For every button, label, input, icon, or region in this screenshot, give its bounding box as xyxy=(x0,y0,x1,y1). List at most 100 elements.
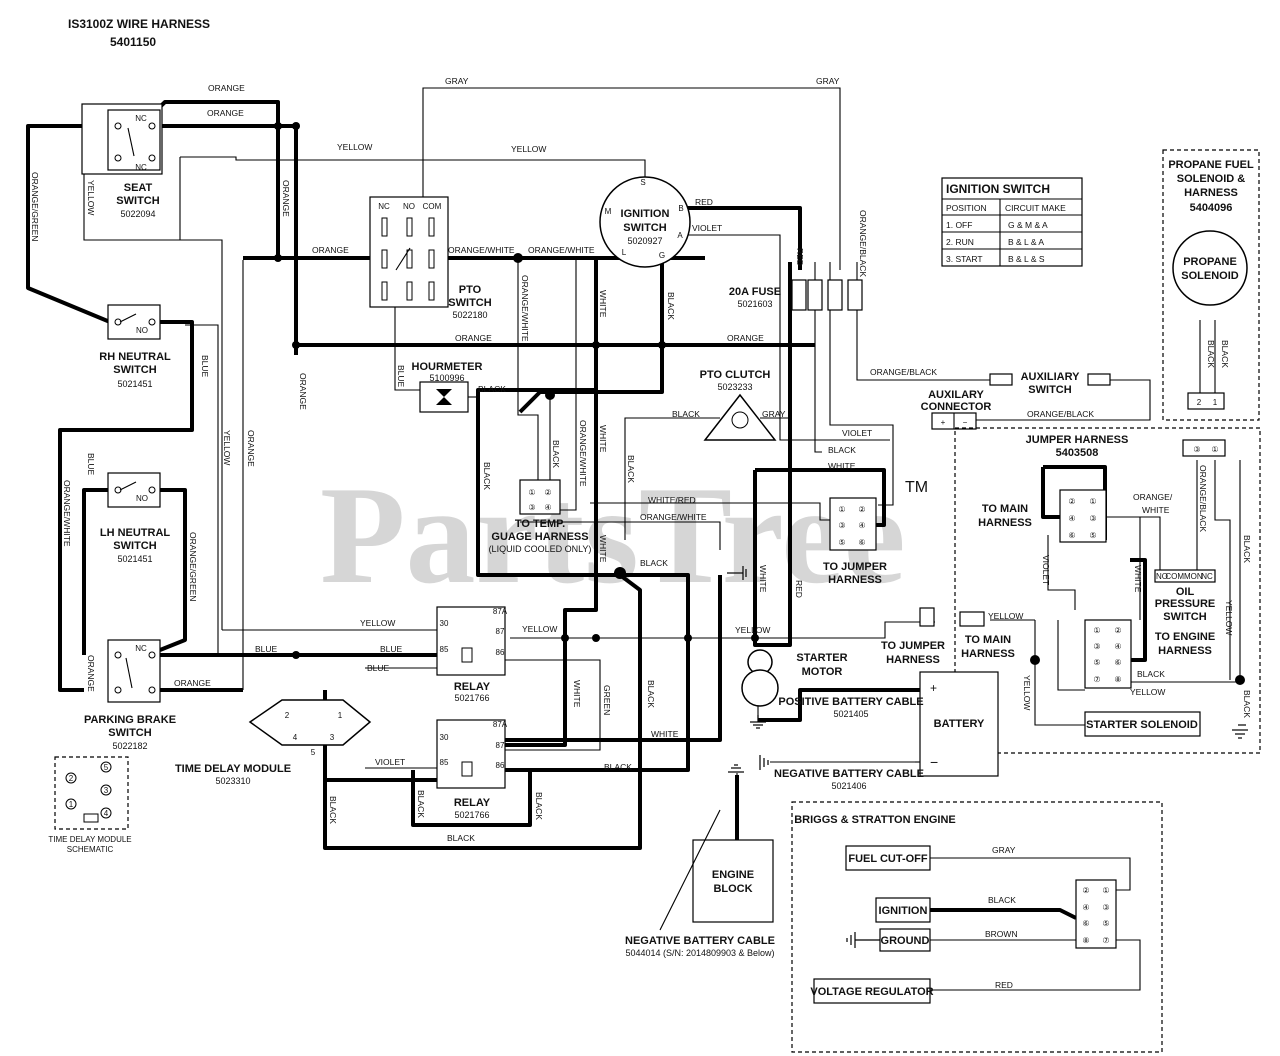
svg-text:87: 87 xyxy=(496,627,505,636)
wire-label: BLACK xyxy=(672,409,700,419)
propane-part: 5404096 xyxy=(1190,202,1233,214)
wire-label: ORANGE/BLACK xyxy=(870,367,937,377)
svg-text:⑤: ⑤ xyxy=(1093,658,1100,667)
svg-text:③: ③ xyxy=(528,503,535,512)
engine-block-2: BLOCK xyxy=(713,883,752,895)
svg-text:④: ④ xyxy=(1114,642,1121,651)
wire-label: GRAY xyxy=(762,409,786,419)
engine-block: ENGINE BLOCK NEGATIVE BATTERY CABLE 5044… xyxy=(625,809,775,958)
parking-brake-switch: NC PARKING BRAKE SWITCH 5022182 xyxy=(84,639,176,751)
propane-title-1: PROPANE FUEL xyxy=(1168,159,1254,171)
wire-label: WHITE/RED xyxy=(648,495,696,505)
pb-part: 5022182 xyxy=(112,741,147,751)
aux-connector-1: AUXILARY xyxy=(928,389,984,401)
temp-gauge-note: (LIQUID COOLED ONLY) xyxy=(489,544,592,554)
wire-label: BLACK xyxy=(551,440,561,468)
wire-label: BLACK xyxy=(534,792,544,820)
engine-block-1: ENGINE xyxy=(712,869,754,881)
svg-text:87: 87 xyxy=(496,741,505,750)
wire-label: BLACK xyxy=(328,796,338,824)
oil-pin-common: COMMON xyxy=(1165,572,1203,581)
jumper-harness-name: JUMPER HARNESS xyxy=(1026,434,1129,446)
svg-text:A: A xyxy=(677,231,683,240)
svg-text:③: ③ xyxy=(1093,642,1100,651)
to-engine-2: HARNESS xyxy=(1158,645,1212,657)
wire-label: WHITE xyxy=(651,729,679,739)
wire-label: WHITE xyxy=(598,425,608,453)
hourmeter-part: 5100996 xyxy=(429,373,464,383)
wire-label: BLUE xyxy=(86,453,96,476)
svg-text:⑧: ⑧ xyxy=(1114,675,1121,684)
svg-text:−: − xyxy=(930,754,938,770)
svg-text:G: G xyxy=(659,251,665,260)
svg-text:①: ① xyxy=(1211,445,1218,454)
wire-label: ORANGE xyxy=(727,333,764,343)
pto-no: NO xyxy=(403,202,415,211)
wire-label: ORANGE/WHITE xyxy=(62,480,72,547)
temp-gauge-2: GUAGE HARNESS xyxy=(491,531,588,543)
pb-name-1: PARKING BRAKE xyxy=(84,714,176,726)
seat-switch-part: 5022094 xyxy=(120,209,155,219)
wire-label: YELLOW xyxy=(1022,675,1032,710)
wire-label: ORANGE/WHITE xyxy=(640,512,707,522)
svg-text:87A: 87A xyxy=(493,720,508,729)
neg-cable-bottom-part: 5044014 (S/N: 2014809903 & Below) xyxy=(625,948,774,958)
wire-label: ORANGE xyxy=(174,678,211,688)
hourmeter: HOURMETER 5100996 xyxy=(412,361,483,413)
aux-switch-1: AUXILIARY xyxy=(1021,371,1081,383)
svg-text:②: ② xyxy=(544,488,551,497)
wire-label: VIOLET xyxy=(692,223,722,233)
wire-label: BLACK xyxy=(646,680,656,708)
svg-text:4: 4 xyxy=(293,733,298,742)
wire-label: BLUE xyxy=(200,355,210,378)
svg-text:30: 30 xyxy=(440,619,449,628)
pto-switch: NC NO COM PTO SWITCH 5022180 xyxy=(369,196,492,320)
wire-label: ORANGE xyxy=(246,430,256,467)
svg-text:①: ① xyxy=(838,505,845,514)
neg-cable-part: 5021406 xyxy=(831,781,866,791)
wire-label: WHITE xyxy=(758,565,768,593)
starter-2: MOTOR xyxy=(802,666,843,678)
to-jumper2-2: HARNESS xyxy=(886,654,940,666)
svg-text:⑥: ⑥ xyxy=(1114,658,1121,667)
svg-text:⑧: ⑧ xyxy=(1082,936,1089,945)
svg-text:5: 5 xyxy=(104,763,109,772)
harness-title: IS3100Z WIRE HARNESS xyxy=(68,17,210,31)
wire-label: ORANGE xyxy=(312,245,349,255)
pb-nc: NC xyxy=(135,644,147,653)
lh-name-1: LH NEUTRAL xyxy=(100,527,171,539)
wire-label: GRAY xyxy=(992,845,1016,855)
wire-label: YELLOW xyxy=(735,625,770,635)
aux-connector-2: CONNECTOR xyxy=(921,401,992,413)
ignition-table-r3c2: B & L & S xyxy=(1008,254,1045,264)
relay1-name: RELAY xyxy=(454,681,491,693)
pto-com: COM xyxy=(423,202,442,211)
wire-label: ORANGE/BLACK xyxy=(858,210,868,277)
relay1-part: 5021766 xyxy=(454,693,489,703)
time-delay-schematic: 2 5 3 1 4 TIME DELAY MODULE SCHEMATIC xyxy=(48,756,132,854)
svg-text:87A: 87A xyxy=(493,607,508,616)
svg-text:④: ④ xyxy=(1068,514,1075,523)
svg-text:④: ④ xyxy=(858,521,865,530)
fuse-name: 20A FUSE xyxy=(729,286,781,298)
pb-name-2: SWITCH xyxy=(108,727,151,739)
thin-wires xyxy=(83,87,1241,991)
svg-text:①: ① xyxy=(1093,626,1100,635)
svg-text:1: 1 xyxy=(338,711,343,720)
hourmeter-name: HOURMETER xyxy=(412,361,483,373)
harness-part-number: 5401150 xyxy=(110,35,156,49)
svg-text:86: 86 xyxy=(496,761,505,770)
wire-label: BLACK xyxy=(1137,669,1165,679)
jh-to-main2-2: HARNESS xyxy=(961,648,1015,660)
wire-label: ORANGE xyxy=(207,108,244,118)
svg-text:③: ③ xyxy=(1102,903,1109,912)
svg-text:85: 85 xyxy=(440,758,449,767)
svg-text:86: 86 xyxy=(496,648,505,657)
jh-to-main-2: HARNESS xyxy=(978,517,1032,529)
wire-label: GREEN xyxy=(602,685,612,715)
ignition-table-r3c1: 3. START xyxy=(946,254,983,264)
tds-1: TIME DELAY MODULE xyxy=(48,835,131,844)
